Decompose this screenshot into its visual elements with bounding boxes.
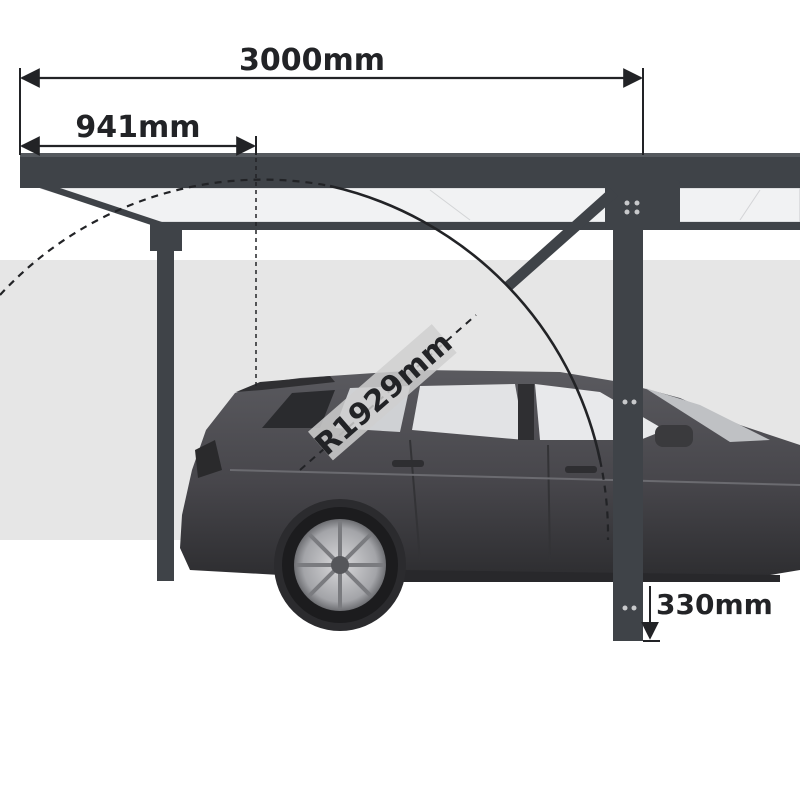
bolt (624, 209, 630, 215)
roof-panel-seam (739, 189, 761, 221)
diagonal-brace (505, 188, 618, 290)
car-side-mirror (655, 425, 693, 447)
car-sill (400, 570, 780, 582)
right-post-front (613, 380, 643, 641)
car-rear-window (262, 390, 335, 428)
bolt (634, 209, 640, 215)
car (180, 370, 800, 631)
bolt (631, 605, 637, 611)
dim-941-label: 941mm (75, 110, 200, 145)
roof-beam (20, 153, 800, 188)
dim-330-label: 330mm (656, 588, 773, 621)
door-swing-arc-dashed-tail (598, 459, 610, 541)
car-tail-light (195, 440, 222, 478)
door-swing-arc-dashed (0, 178, 331, 296)
roof-beam-highlight (20, 153, 800, 157)
bolt (624, 200, 630, 206)
roof-panel-seam (429, 189, 471, 221)
car-pillar (518, 384, 534, 440)
radius-label-bg (307, 324, 457, 461)
dim-3000-label: 3000mm (239, 43, 385, 78)
right-post-bracket (605, 180, 680, 230)
car-roof-spoiler (236, 376, 335, 392)
car-door-handle (565, 466, 597, 473)
car-crease (229, 469, 800, 486)
car-door-handle (392, 460, 424, 467)
left-post (157, 228, 174, 581)
bolt (622, 605, 628, 611)
roof-lower-rail (150, 222, 800, 230)
door-swing-arc (329, 184, 602, 461)
car-windshield (645, 388, 770, 442)
left-rafter-brace (40, 188, 180, 228)
bolt (631, 399, 637, 405)
left-post-bracket (150, 225, 182, 251)
roof-panel (39, 187, 800, 223)
car-side-window-mid (412, 384, 525, 440)
bolt (622, 399, 628, 405)
rear-hub (331, 556, 349, 574)
bolt (634, 200, 640, 206)
